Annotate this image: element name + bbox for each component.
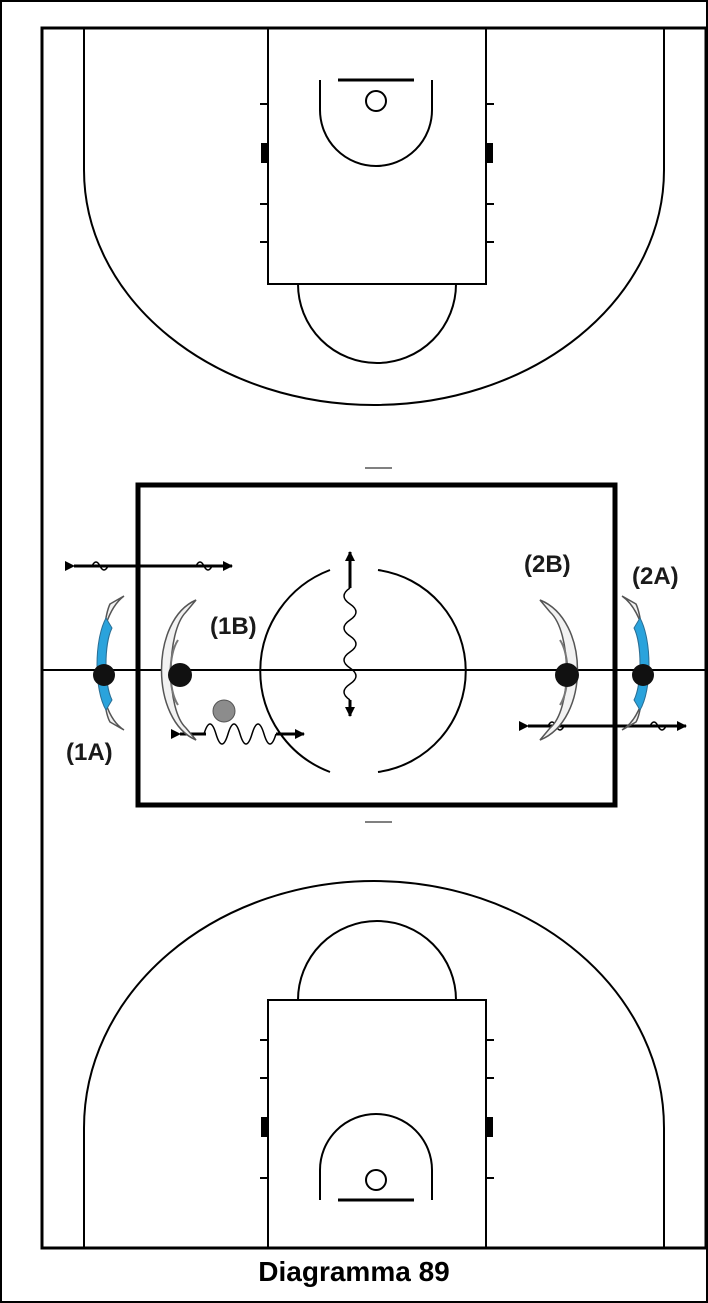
three-point-arc-bottom [83, 880, 665, 1248]
hoop-bottom [365, 1169, 387, 1191]
drill-area [135, 482, 618, 808]
label-1a: (1A) [66, 739, 113, 766]
court-boundary [40, 26, 708, 1250]
dribble-arrow-1b [171, 723, 305, 745]
center-circle-left-arc [259, 569, 331, 773]
label-2b: (2B) [524, 551, 571, 578]
lane-marks-top [260, 103, 494, 243]
player-1b [160, 599, 197, 741]
diagram-caption: Diagramma 89 [258, 1256, 450, 1287]
free-throw-circle-bottom [297, 920, 457, 1001]
movement-arrow-1a [65, 561, 233, 571]
label-2a: (2A) [632, 563, 679, 590]
hoop-top [365, 90, 387, 112]
lane-marks-bottom [260, 1039, 494, 1179]
player-2a [621, 595, 654, 731]
key-top [267, 27, 487, 285]
player-1a [93, 595, 125, 731]
lane-blocks-top [261, 143, 493, 163]
lane-blocks-bottom [261, 1117, 493, 1137]
restricted-arc-bottom [319, 1113, 433, 1200]
three-point-arc-top [83, 28, 665, 406]
dribble-arrow-center [343, 551, 357, 717]
basketball [212, 699, 236, 723]
free-throw-circle-top [297, 283, 457, 364]
restricted-arc-top [319, 80, 433, 167]
key-bottom-box [267, 999, 487, 1249]
center-circle-right-arc [377, 569, 467, 773]
player-2b [539, 599, 579, 741]
label-1b: (1B) [210, 613, 257, 640]
